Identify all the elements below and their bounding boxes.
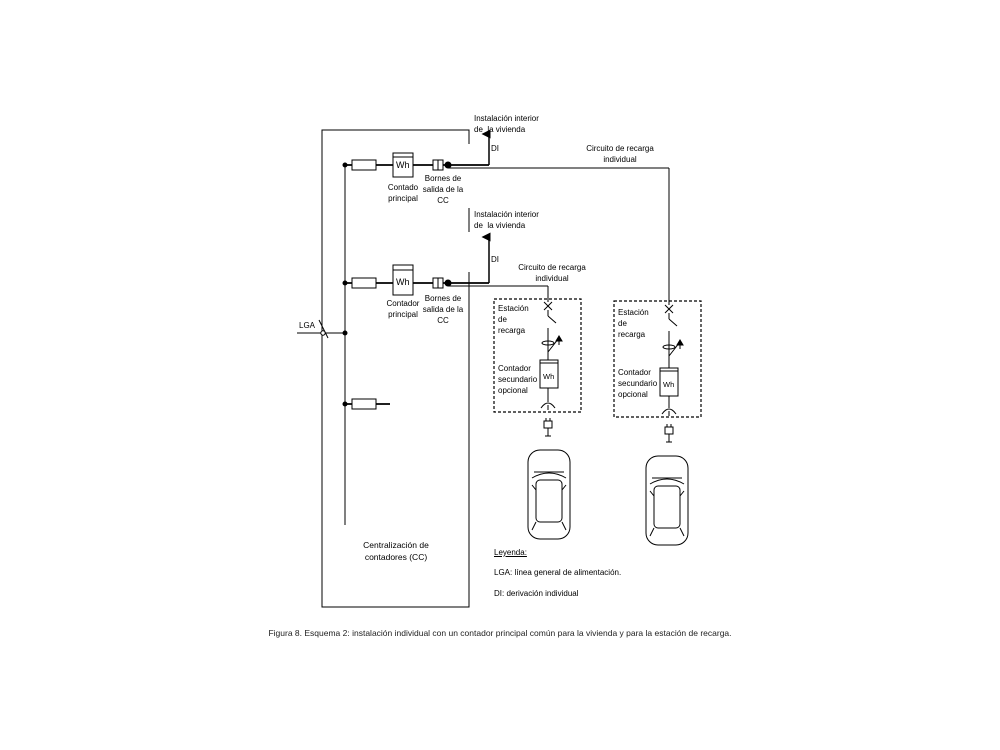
station-box-2: [613, 300, 702, 418]
plug-icon-2: [664, 424, 674, 443]
cc-label: Centralización de contadores (CC): [363, 540, 429, 562]
terminals-1-label: Bornes de salida de la CC: [422, 174, 464, 205]
legend-title: Leyenda:: [494, 548, 527, 557]
mid-di-label: DI: [491, 255, 499, 264]
secondary-meter-2-symbol: Wh: [663, 380, 675, 389]
station-2-label: Estación de recarga: [618, 308, 649, 339]
secondary-1-label: Contador secundario opcional: [498, 364, 538, 395]
meter-1-label: Contado principal: [387, 183, 419, 203]
fuse-3: [351, 398, 377, 410]
car-icon-1: [527, 449, 571, 540]
secondary-meter-1-symbol: Wh: [543, 372, 555, 381]
circuit-label-right: Circuito de recarga individual: [586, 144, 654, 164]
legend-di: DI: derivación individual: [494, 589, 579, 598]
terminals-2-label: Bornes de salida de la CC: [422, 294, 464, 325]
lga-label: LGA: [299, 321, 316, 330]
fuse-2: [351, 277, 377, 289]
secondary-meter-1: [539, 359, 559, 389]
plug-icon-1: [543, 418, 553, 437]
meter-symbol-2: Wh: [396, 277, 410, 287]
top-installation-label: Instalación interior de la vivienda: [474, 114, 539, 134]
circuit-label-left: Circuito de recarga individual: [518, 263, 586, 283]
secondary-2-label: Contador secundario opcional: [618, 368, 658, 399]
top-di-label: DI: [491, 144, 499, 153]
fuse-1: [351, 159, 377, 171]
car-icon-2: [645, 455, 689, 546]
legend-lga: LGA: línea general de alimentación.: [494, 568, 622, 577]
meter-1: [392, 152, 414, 178]
station-1-label: Estación de recarga: [498, 304, 529, 335]
cc-cabinet: [321, 129, 470, 608]
mid-installation-label: Instalación interior de la vivienda: [474, 210, 539, 230]
meter-2-label: Contador principal: [386, 299, 420, 319]
meter-2: [392, 264, 414, 296]
meter-symbol-1: Wh: [396, 160, 410, 170]
figure-caption: Figura 8. Esquema 2: instalación individ…: [268, 628, 732, 638]
